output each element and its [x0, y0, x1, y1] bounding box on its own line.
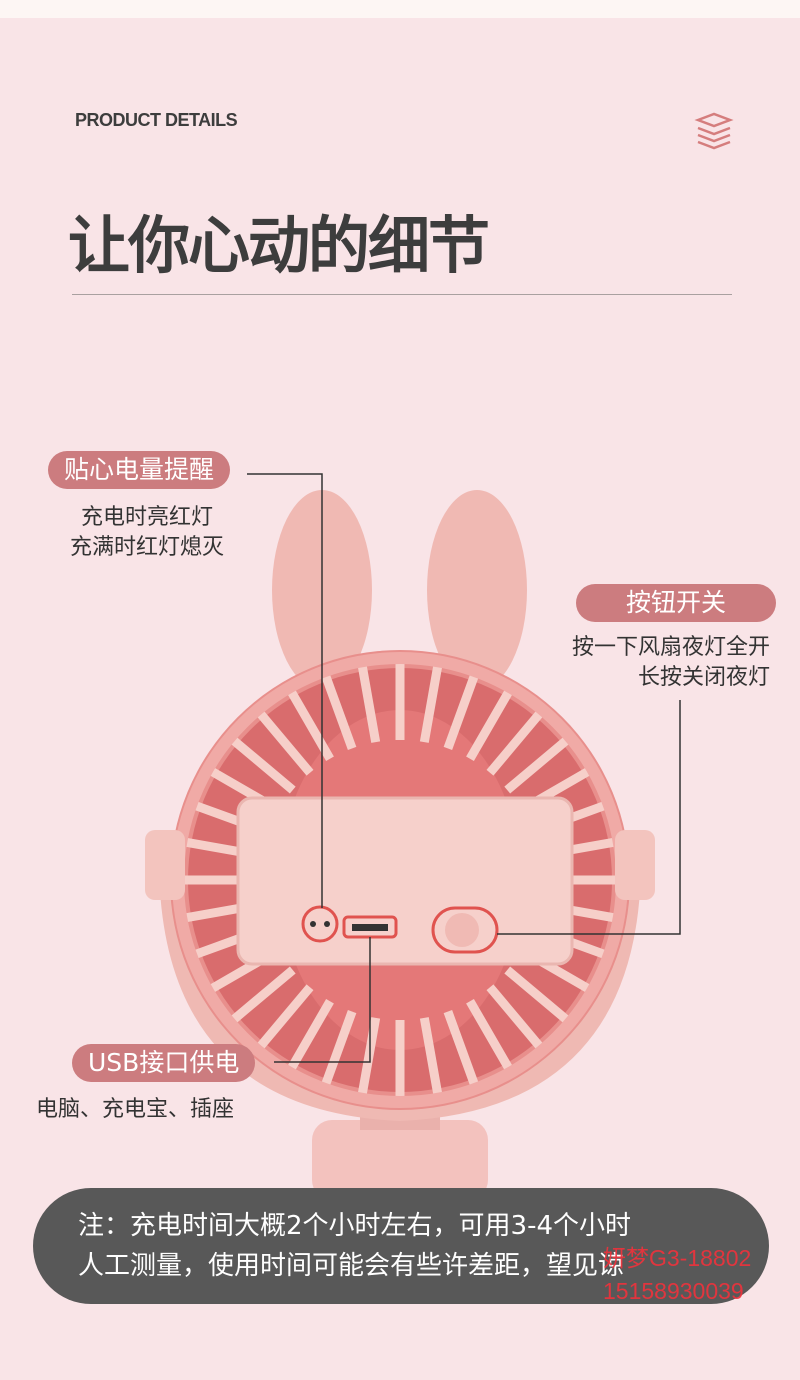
guard-spoke — [443, 1010, 482, 1093]
callout-button-desc: 按一下风扇夜灯全开 长按关闭夜灯 — [572, 633, 770, 693]
guard-spoke — [466, 998, 517, 1078]
top-strip — [0, 0, 800, 18]
note-line: 人工测量，使用时间可能会有些许差距，望见谅 — [78, 1251, 625, 1281]
layers-icon — [694, 112, 734, 150]
note-box: 注：充电时间大概2个小时左右，可用3-4个小时 人工测量，使用时间可能会有些许差… — [33, 1188, 769, 1304]
guard-spoke — [419, 1017, 444, 1102]
callout-battery-label: 贴心电量提醒 — [48, 451, 231, 489]
divider — [72, 294, 732, 295]
guard-spoke — [419, 658, 444, 743]
desc-line: 充满时红灯熄灭 — [70, 535, 225, 560]
page-title: 让你心动的细节 — [68, 209, 490, 282]
guard-spoke — [318, 667, 357, 750]
watermark-line: 15158930039 — [603, 1278, 744, 1304]
charge-indicator — [301, 905, 339, 943]
guard-spoke — [224, 731, 296, 794]
callout-button-label: 按钮开关 — [576, 584, 776, 622]
guard-spoke — [504, 731, 576, 794]
right-ear — [427, 490, 527, 690]
watermark-line: 妍梦G3-18802 — [603, 1245, 752, 1271]
guard-spoke — [486, 984, 549, 1056]
guard-spoke — [251, 984, 314, 1056]
callout-battery-desc: 充电时亮红灯 充满时红灯熄灭 — [70, 503, 224, 563]
guard-spoke — [356, 658, 381, 743]
callout-usb-desc: 电脑、充电宝、插座 — [36, 1095, 234, 1125]
guard-spoke — [224, 966, 296, 1029]
guard-spoke — [504, 966, 576, 1029]
callout-usb-label: USB接口供电 — [72, 1044, 256, 1082]
note-line: 注：充电时间大概2个小时左右，可用3-4个小时 — [78, 1211, 632, 1241]
watermark: 妍梦G3-18802 15158930039 — [603, 1242, 751, 1308]
guard-spoke — [486, 704, 549, 776]
guard-spoke — [466, 682, 517, 762]
guard-spoke — [443, 667, 482, 750]
control-panel — [236, 796, 574, 966]
desc-line: 长按关闭夜灯 — [637, 665, 770, 690]
guard-spoke — [318, 1010, 357, 1093]
desc-line: 电脑、充电宝、插座 — [36, 1097, 235, 1122]
desc-line: 充电时亮红灯 — [81, 505, 214, 530]
desc-line: 按一下风扇夜灯全开 — [571, 635, 770, 660]
fan-base — [312, 1120, 488, 1200]
guard-spoke — [251, 704, 314, 776]
section-eyebrow: PRODUCT DETAILS — [75, 110, 238, 130]
guard-spoke — [283, 682, 334, 762]
guard-spoke — [356, 1017, 381, 1102]
